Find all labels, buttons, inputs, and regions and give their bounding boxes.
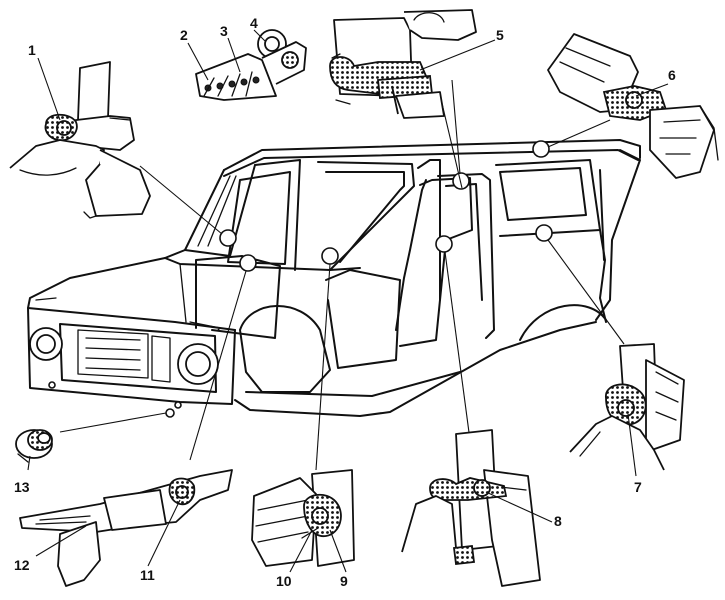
callout-pointers (27, 29, 669, 573)
callout-9: 9 (340, 573, 348, 589)
callout-10: 10 (276, 573, 292, 589)
callout-12: 12 (14, 557, 30, 573)
seal-detail-7 (569, 343, 685, 471)
seal-detail-8 (401, 429, 541, 587)
seal-detail-5 (329, 9, 477, 119)
seal-location-markers (165, 140, 553, 418)
seal-detail-9-10 (251, 469, 355, 567)
seal-detail-6 (547, 33, 719, 179)
seal-detail-1 (9, 61, 151, 219)
leader-lines (59, 79, 625, 471)
callout-6: 6 (668, 67, 676, 83)
callout-5: 5 (496, 27, 504, 43)
callout-7: 7 (634, 479, 642, 495)
seal-detail-13 (15, 429, 53, 463)
callout-11: 11 (140, 567, 155, 583)
callout-3: 3 (220, 23, 228, 39)
seal-detail-11-12 (19, 469, 233, 587)
callout-8: 8 (554, 513, 562, 529)
callout-13: 13 (14, 479, 30, 495)
callout-2: 2 (180, 27, 188, 43)
seal-detail-2-3-4 (195, 29, 307, 101)
callout-4: 4 (250, 15, 258, 31)
callout-1: 1 (28, 42, 36, 58)
callout-numbers: 1 2 3 4 5 6 7 8 9 10 11 12 13 (14, 15, 676, 589)
car-body (27, 139, 641, 417)
